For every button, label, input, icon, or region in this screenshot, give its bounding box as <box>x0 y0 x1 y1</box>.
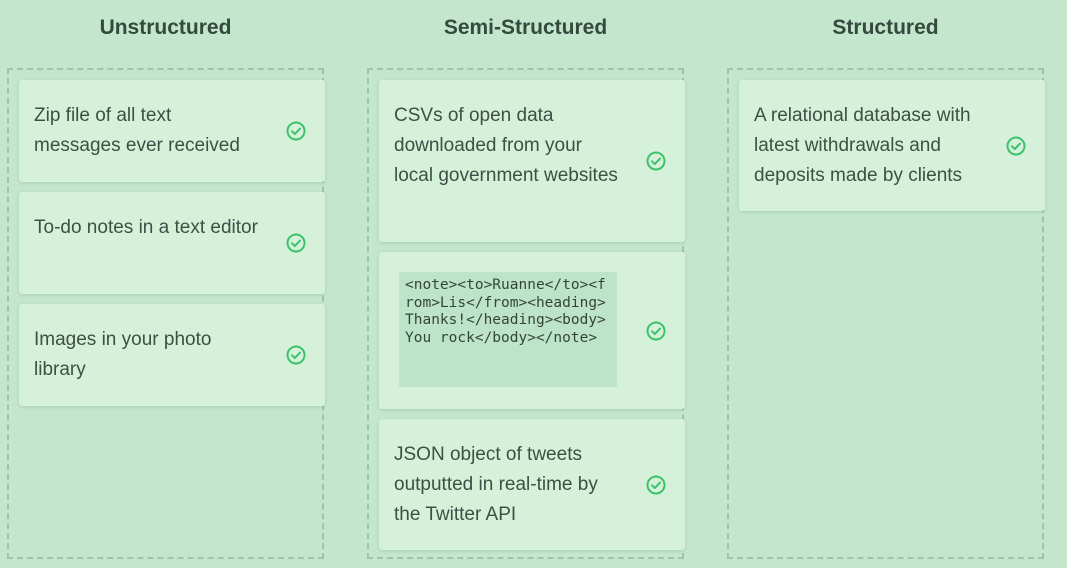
card-zip-file[interactable]: Zip file of all text messages ever recei… <box>19 80 325 182</box>
card-text: Zip file of all text messages ever recei… <box>34 105 240 156</box>
dropzone-semi-structured[interactable]: CSVs of open data downloaded from your l… <box>367 68 685 559</box>
card-json-tweets[interactable]: JSON object of tweets outputted in real-… <box>379 419 685 550</box>
card-text: To-do notes in a text editor <box>34 217 258 238</box>
dropzone-unstructured[interactable]: Zip file of all text messages ever recei… <box>7 68 325 559</box>
check-circle-icon <box>285 344 307 366</box>
column-title-unstructured: Unstructured <box>99 16 232 39</box>
column-title-semi-structured: Semi-Structured <box>443 16 608 39</box>
check-circle-icon <box>645 150 667 172</box>
card-xml-note[interactable]: <note><to>Ruanne</to><from>Lis</from><he… <box>379 252 685 409</box>
check-circle-icon <box>645 474 667 496</box>
card-photo-library[interactable]: Images in your photo library <box>19 304 325 406</box>
code-snippet: <note><to>Ruanne</to><from>Lis</from><he… <box>399 272 617 387</box>
card-text: A relational database with latest withdr… <box>754 105 971 186</box>
card-todo-notes[interactable]: To-do notes in a text editor <box>19 192 325 294</box>
check-circle-icon <box>285 232 307 254</box>
column-title-structured: Structured <box>832 16 939 39</box>
card-relational-database[interactable]: A relational database with latest withdr… <box>739 80 1045 211</box>
check-circle-icon <box>285 120 307 142</box>
card-text: CSVs of open data downloaded from your l… <box>394 105 618 186</box>
dropzone-structured[interactable]: A relational database with latest withdr… <box>727 68 1045 559</box>
check-circle-icon <box>645 320 667 342</box>
card-csv-open-data[interactable]: CSVs of open data downloaded from your l… <box>379 80 685 242</box>
card-text: Images in your photo library <box>34 329 212 380</box>
check-circle-icon <box>1005 135 1027 157</box>
card-text: JSON object of tweets outputted in real-… <box>394 444 598 525</box>
